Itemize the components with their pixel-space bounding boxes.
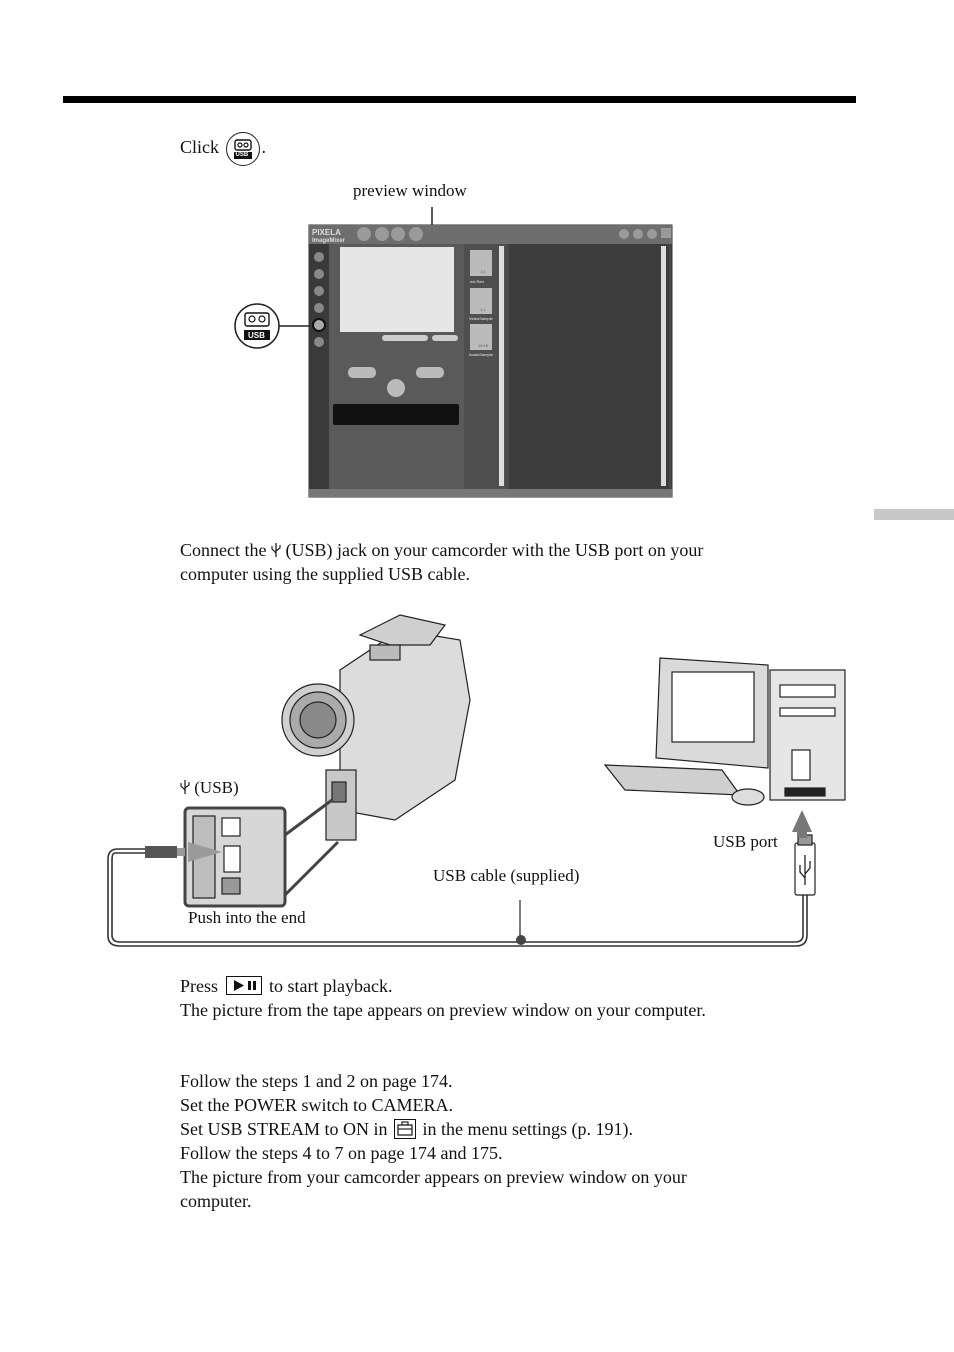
usb-jack-label-row: (USB): [180, 778, 239, 798]
toolbar-icon: [619, 229, 629, 239]
record-button: [387, 379, 405, 397]
press-text: Press: [180, 976, 219, 996]
left-toolbar: [309, 244, 329, 489]
camcorder-illustration: [281, 614, 471, 841]
tool-icon: [314, 337, 324, 347]
clip-scrollbar: [499, 246, 504, 486]
clip-caption: VideoSample: [469, 316, 493, 321]
usb-button-icon: USB: [225, 132, 260, 166]
toolbar-icon: [357, 227, 371, 241]
app-logo-line1: PIXELA: [312, 228, 341, 237]
usb-callout-label: USB: [248, 331, 265, 340]
usb-cable: [107, 848, 808, 947]
usb-port-label: USB port: [713, 832, 778, 851]
insert-arrow-icon: [797, 832, 807, 838]
step3-line1: Press to start playback.: [180, 974, 392, 998]
camera-step-2: Set the POWER switch to CAMERA.: [180, 1095, 453, 1115]
step2-text-post: (USB) jack on your camcorder with the US…: [285, 540, 704, 560]
clip-tag: 1:1: [480, 307, 486, 312]
close-icon: [661, 228, 671, 238]
capture-button: [348, 367, 376, 378]
toolbar-icon: [409, 227, 423, 241]
clip-thumb: [470, 288, 492, 314]
clip-thumb: [470, 250, 492, 276]
usb-symbol-icon: [180, 778, 194, 797]
volume-slider: [382, 335, 428, 341]
toolbar-icon: [391, 227, 405, 241]
preview-window: [340, 247, 454, 332]
camera-step-3: Set USB STREAM to ON in in the menu sett…: [180, 1117, 633, 1141]
connection-diagram: [107, 614, 846, 947]
usb-jack-label: (USB): [194, 778, 239, 797]
insert-arrow-icon: [792, 810, 812, 832]
camera-step-4: Follow the steps 4 to 7 on page 174 and …: [180, 1143, 503, 1163]
editor-area: [509, 244, 669, 489]
usb-symbol-icon: [271, 540, 286, 560]
step2-line1: Connect the (USB) jack on your camcorder…: [180, 538, 703, 562]
computer-usb-plug: [794, 834, 816, 896]
toolbar-icon: [375, 227, 389, 241]
section-tab: [874, 509, 954, 520]
header-rule: [63, 96, 856, 103]
preview-window-label: preview window: [353, 181, 467, 200]
minimize-icon: [647, 229, 657, 239]
computer-illustration: [603, 657, 846, 806]
tool-icon: [314, 252, 324, 262]
camera-step-6: computer.: [180, 1191, 252, 1211]
tool-icon: [314, 269, 324, 279]
app-footer: [309, 489, 672, 497]
tool-icon: [314, 303, 324, 313]
click-text: Click: [180, 137, 219, 158]
clip-tag: 16:16: [478, 343, 489, 348]
step1-period: .: [261, 137, 267, 158]
camera-step-3-post: in the menu settings (p. 191).: [422, 1119, 634, 1139]
step1-line: Click USB .: [180, 132, 266, 166]
usb-cable-label: USB cable (supplied): [433, 866, 580, 885]
imagemixer-screenshot: PIXELA ImageMixer est.Red 1:1 VideoSampl…: [234, 207, 673, 498]
camera-step-3-pre: Set USB STREAM to ON in: [180, 1119, 388, 1139]
clip-caption: AudioSample: [469, 352, 494, 357]
step3-line2: The picture from the tape appears on pre…: [180, 1000, 706, 1020]
capture-button: [416, 367, 444, 378]
press-after-text: to start playback.: [269, 976, 393, 996]
camcorder-usb-plug: [145, 846, 185, 858]
cable-leader-dot: [516, 935, 526, 945]
app-logo-line2: ImageMixer: [312, 238, 346, 244]
help-icon: [633, 229, 643, 239]
camera-step-1: Follow the steps 1 and 2 on page 174.: [180, 1071, 453, 1091]
push-into-end-label: Push into the end: [188, 908, 306, 927]
tool-icon: [314, 286, 324, 296]
usb-jack-inset: [183, 798, 340, 908]
menu-settings-icon: [394, 1118, 417, 1139]
usb-button-label: USB: [235, 152, 249, 158]
step2-line2: computer using the supplied USB cable.: [180, 564, 470, 584]
step2-text-pre: Connect the: [180, 540, 267, 560]
usb-tool-icon: [312, 318, 326, 332]
clip-tag: 1:1: [480, 269, 486, 274]
zoom-slider: [432, 335, 458, 341]
status-bar: [333, 404, 459, 425]
camera-step-5: The picture from your camcorder appears …: [180, 1167, 687, 1187]
clip-thumb: [470, 324, 492, 350]
editor-scrollbar: [661, 246, 666, 486]
clip-caption: est.Red: [470, 279, 484, 284]
play-pause-icon: [225, 976, 262, 996]
